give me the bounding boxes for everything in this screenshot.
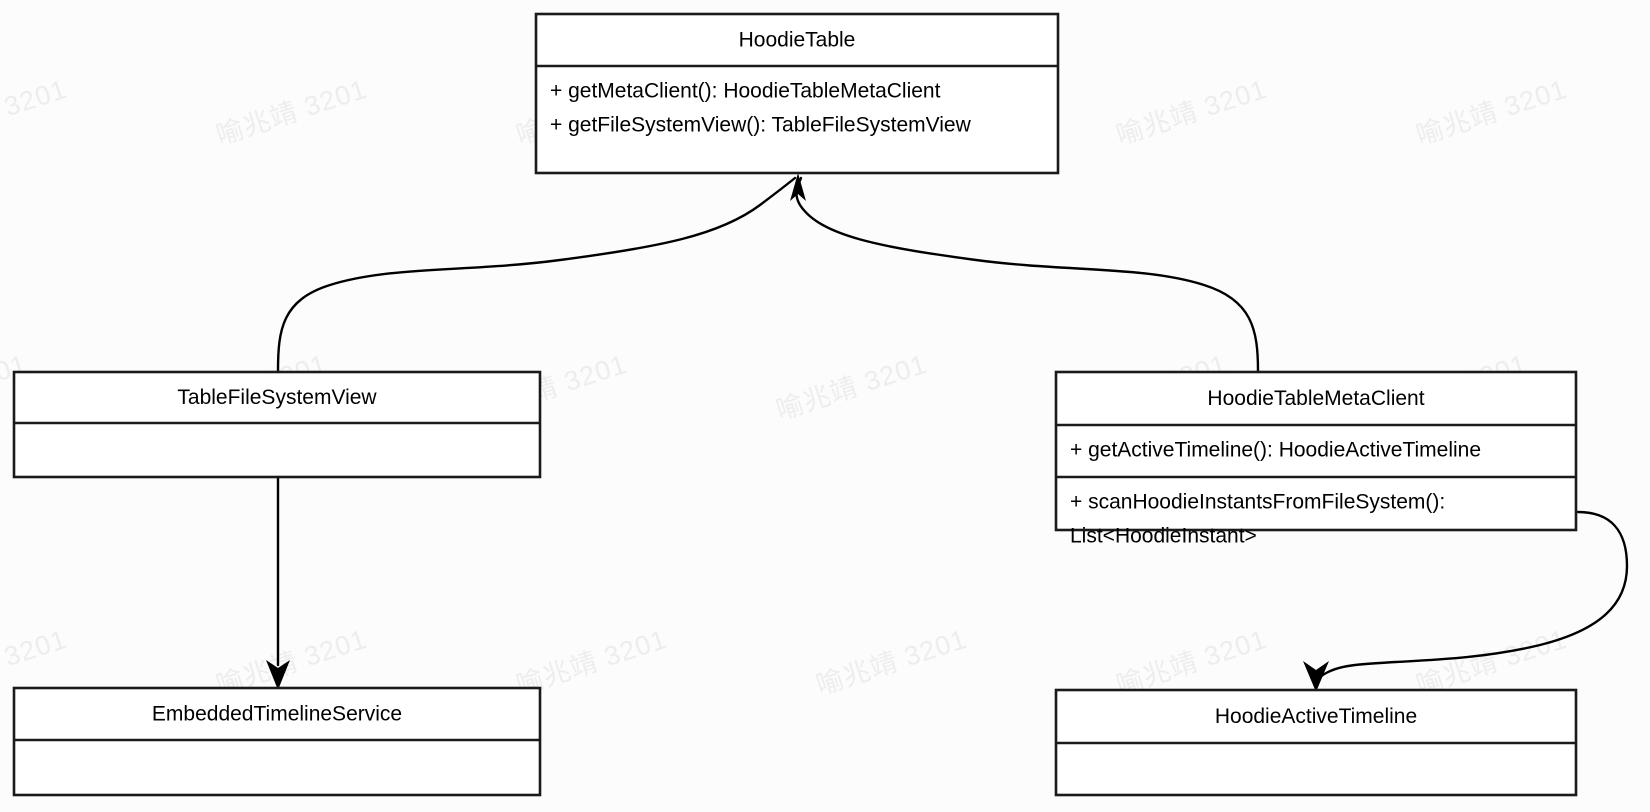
watermark-label: 喻兆靖 3201 <box>1413 74 1571 151</box>
edge-hoodietablemetaclient-to-hoodietable <box>795 176 1260 373</box>
class-member-label: + getActiveTimeline(): HoodieActiveTimel… <box>1070 439 1481 462</box>
arrowhead-into-hoodietable <box>790 173 806 201</box>
arrowhead-into-embeddedtimelineservice <box>266 660 290 690</box>
watermark-label: 喻兆靖 3201 <box>0 74 71 151</box>
class-member-label: List<HoodieInstant> <box>1070 525 1257 548</box>
class-box-outline <box>1054 370 1578 532</box>
class-box-outline <box>12 370 542 479</box>
arrowhead-into-hoodieactivetimeline <box>1303 661 1329 692</box>
class-name-label: EmbeddedTimelineService <box>152 703 402 726</box>
watermark-label: 喻兆靖 3201 <box>213 74 371 151</box>
edge-hoodietablemetaclient-to-hoodieactivetimeline <box>1314 510 1629 686</box>
class-boxes-layer: HoodieTable + getMetaClient(): HoodieTabl… <box>12 12 1578 797</box>
class-member-label: + getMetaClient(): HoodieTableMetaClient <box>550 80 941 103</box>
class-box-outline <box>534 12 1060 175</box>
uml-class-hoodie-table-meta-client[interactable]: HoodieTableMetaClient + getActiveTimeline… <box>1054 370 1578 548</box>
class-name-label: HoodieTable <box>739 29 856 52</box>
uml-class-table-file-system-view[interactable]: TableFileSystemView <box>12 370 542 479</box>
class-member-label: + scanHoodieInstantsFromFileSystem(): <box>1070 491 1445 514</box>
edges-layer <box>266 173 1629 692</box>
uml-class-hoodie-table[interactable]: HoodieTable + getMetaClient(): HoodieTabl… <box>534 12 1060 175</box>
edge-tablefilesystemview-to-hoodietable <box>276 176 797 373</box>
watermark-label: 喻兆靖 3201 <box>1113 74 1271 151</box>
class-name-label: HoodieActiveTimeline <box>1215 705 1417 728</box>
class-name-label: TableFileSystemView <box>177 386 377 409</box>
class-box-outline <box>12 686 542 797</box>
watermark-label: 喻兆靖 3201 <box>773 349 931 426</box>
watermark-label: 喻兆靖 3201 <box>813 624 971 701</box>
uml-class-embedded-timeline-service[interactable]: EmbeddedTimelineService <box>12 686 542 797</box>
class-member-label: + getFileSystemView(): TableFileSystemVi… <box>550 114 972 137</box>
uml-class-hoodie-active-timeline[interactable]: HoodieActiveTimeline <box>1054 688 1578 797</box>
class-name-label: HoodieTableMetaClient <box>1207 387 1424 410</box>
